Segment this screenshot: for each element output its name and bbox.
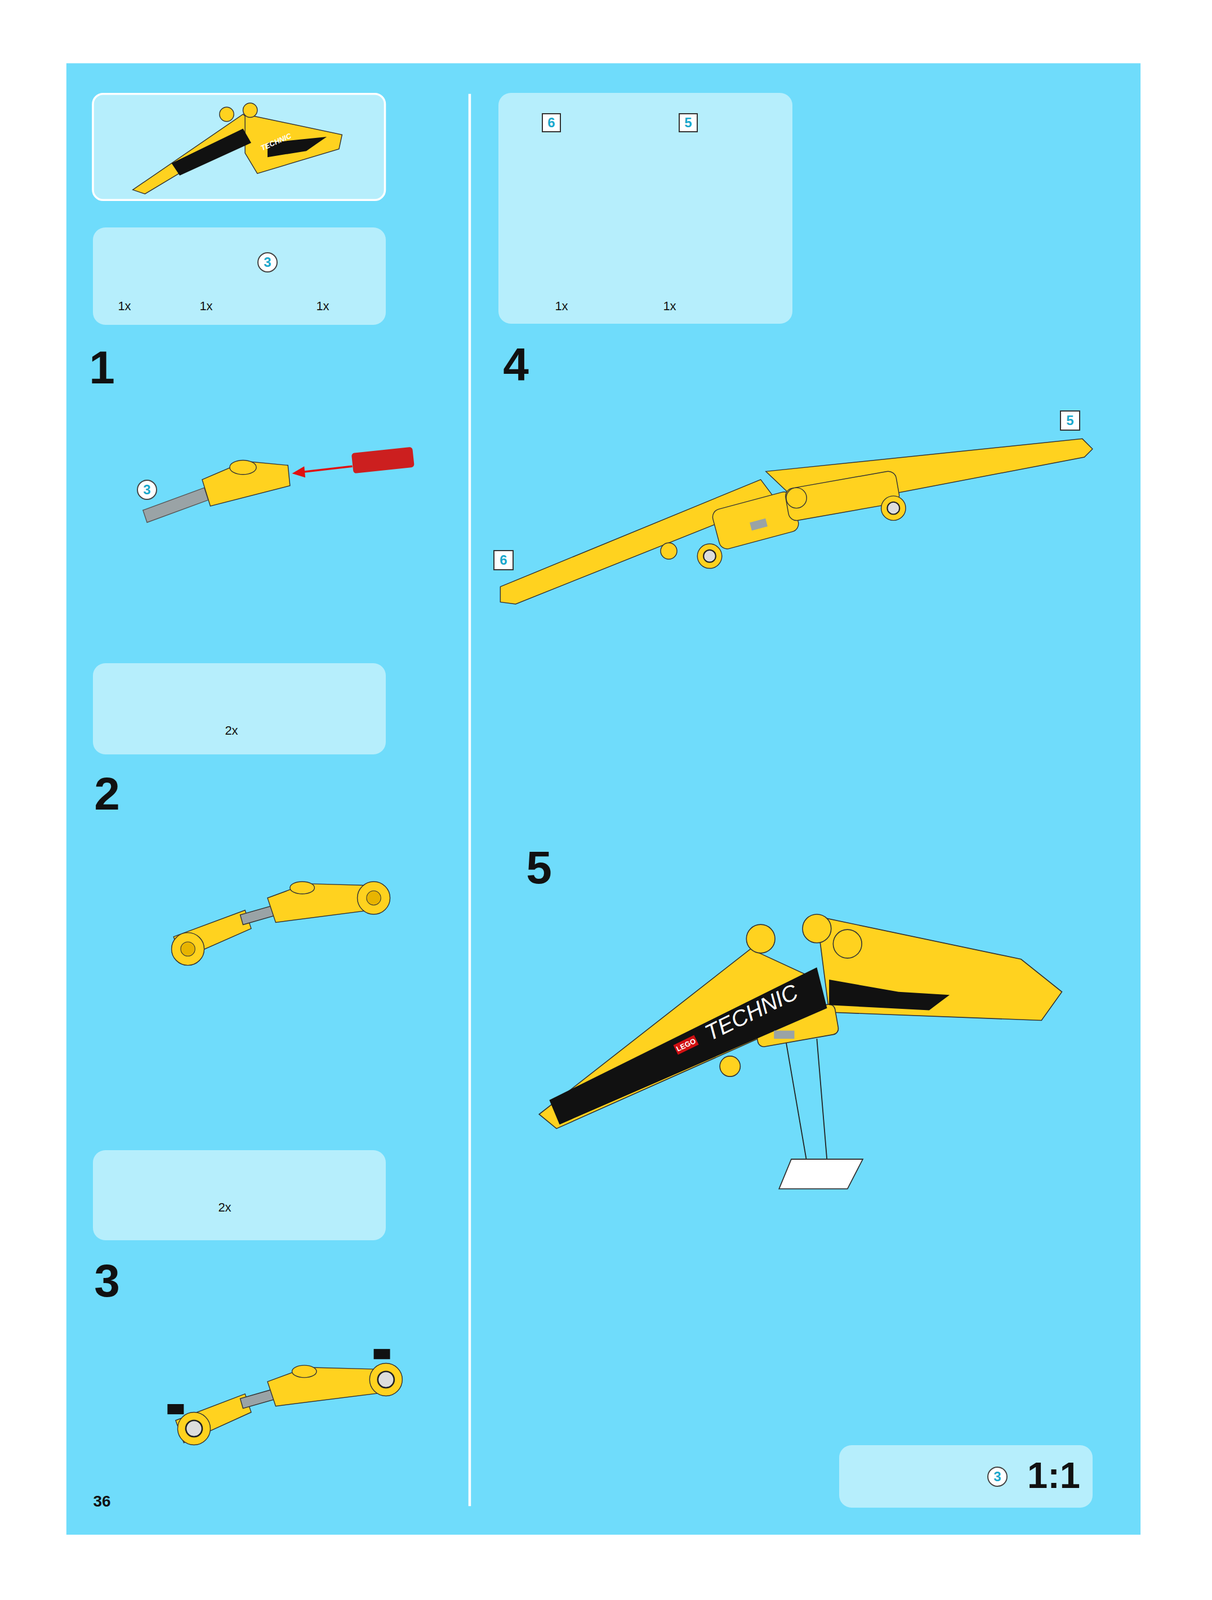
part-badge: 5: [1059, 410, 1081, 431]
callout-number: 3: [257, 252, 278, 273]
callout-number-text: 6: [547, 116, 555, 130]
callout-number-text: 6: [499, 553, 507, 568]
callout-number-text: 3: [143, 483, 151, 497]
callout-number: 3: [136, 479, 158, 501]
parts-panel: 2x: [92, 1150, 386, 1241]
scale-panel: 1:1 3: [839, 1445, 1093, 1509]
part-quantity: 1x: [117, 300, 131, 313]
part-badge: 5: [678, 113, 698, 133]
callout-number-text: 5: [684, 116, 692, 130]
callout-number-text: 5: [1066, 413, 1074, 428]
part-quantity: 1x: [315, 300, 329, 313]
step-number: 4: [502, 341, 529, 388]
scale-text: 1:1: [1027, 1457, 1081, 1495]
step-number: 2: [94, 771, 120, 818]
part-badge: 6: [541, 113, 561, 133]
part-badge: 6: [493, 550, 514, 571]
parts-panel: 1x 1x 1x 3: [92, 227, 386, 325]
step-number: 3: [94, 1258, 120, 1305]
part-quantity: 2x: [217, 1201, 231, 1215]
callout-number: 3: [987, 1467, 1008, 1488]
callout-number-text: 3: [263, 255, 271, 270]
part-quantity: 2x: [224, 724, 238, 738]
part-quantity: 1x: [662, 300, 676, 313]
page-number: 36: [92, 1494, 111, 1510]
part-quantity: 1x: [554, 300, 568, 313]
parts-panel: 2x: [92, 663, 386, 755]
part-quantity: 1x: [199, 300, 213, 313]
parts-panel: 1x 1x 6 5: [498, 92, 793, 324]
step-number: 1: [88, 344, 115, 391]
step-number: 5: [526, 844, 552, 891]
callout-number-text: 3: [993, 1470, 1001, 1485]
